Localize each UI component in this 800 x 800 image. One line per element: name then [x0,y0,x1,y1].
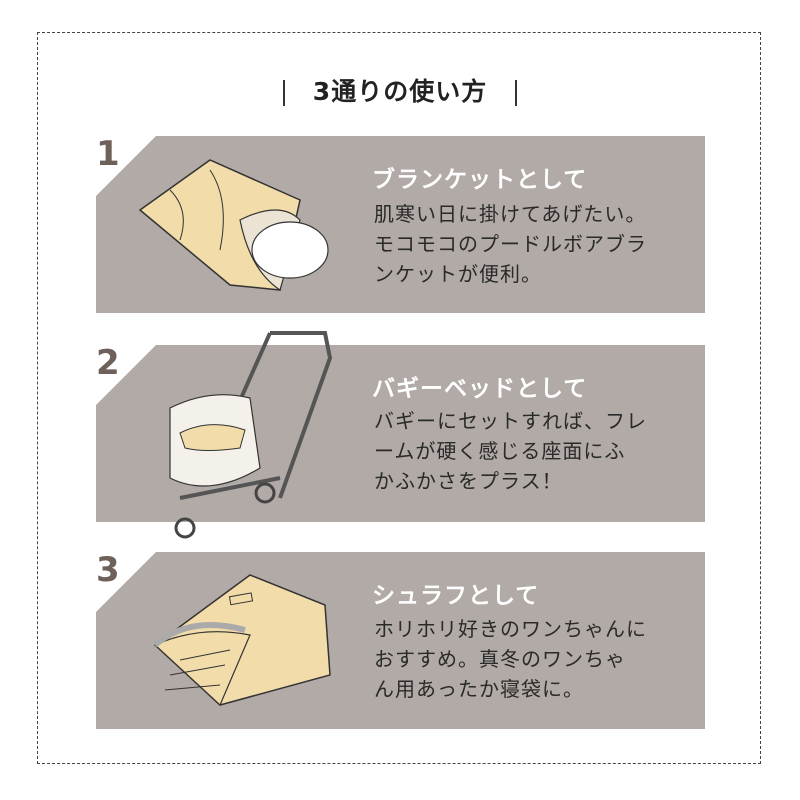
description-line: おすすめ。真冬のワンちゃ [374,647,626,671]
description-line: モコモコのプードルボアブラ [374,232,647,256]
item-title: シュラフとして [372,583,540,609]
description-line: ンケットが便利。 [374,262,542,286]
description-line: ん用あったか寝袋に。 [374,677,584,701]
description-line: 肌寒い日に掛けてあげたい。 [374,202,647,226]
item-description: 肌寒い日に掛けてあげたい。 モコモコのプードルボアブラ ンケットが便利。 [374,199,647,289]
item-title: ブランケットとして [372,167,588,193]
item-description: バギーにセットすれば、フレ ームが硬く感じる座面にふ かふかさをプラス！ [374,406,647,496]
description-line: かふかさをプラス！ [374,469,563,493]
item-number: 3 [96,550,120,590]
sleeping-bag-illustration [153,574,331,707]
stroller-illustration [169,331,333,539]
divider [515,80,517,106]
heading-text: 3通りの使い方 [312,77,488,106]
description-line: バギーにセットすれば、フレ [374,409,647,433]
description-line: ホリホリ好きのワンちゃんに [374,617,647,641]
item-number: 2 [96,343,120,383]
description-line: ームが硬く感じる座面にふ [374,439,626,463]
page-heading: 3通りの使い方 [0,72,800,108]
dashed-frame [37,32,761,764]
item-number: 1 [96,134,120,174]
item-description: ホリホリ好きのワンちゃんに おすすめ。真冬のワンちゃ ん用あったか寝袋に。 [374,614,647,704]
divider [283,80,285,106]
item-title: バギーベッドとして [372,376,588,402]
blanket-with-dog-illustration [138,159,329,291]
